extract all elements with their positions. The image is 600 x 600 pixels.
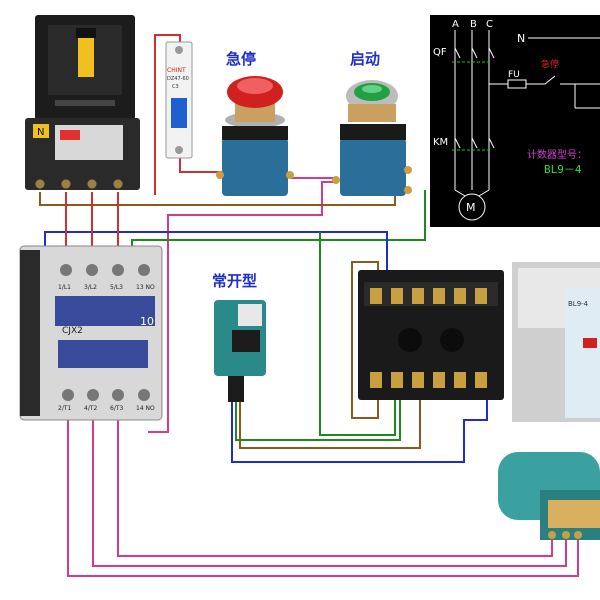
breaker-terminal-1 [60,178,72,190]
contactor: CJX2 10 1/L1 3/L2 5/L3 13 NO 2/T1 4/T2 6… [19,245,163,421]
emergency-stop-button: 急停 [216,50,294,196]
counter-model-value: BL9－4 [544,163,582,176]
fuse-fu-label: FU [508,70,520,80]
stop-button-schematic-label: 急停 [541,58,559,70]
counter-unit: BL9-4 [512,262,600,422]
wire-red-mcb-stop [179,155,222,173]
counter-bottom-terminal-1 [370,372,382,388]
terminal-label-t2: 4/T2 [84,405,98,412]
wire-magenta-start-contactor [148,181,335,433]
contactor-terminal-t2 [87,389,99,401]
counter-top-terminal-4 [433,288,445,304]
counter-base [358,270,504,400]
counter-unit-model: BL9-4 [568,300,589,308]
phase-a-label: A [452,19,459,30]
counter-bottom-terminal-6 [475,372,487,388]
wire-blue-sensor [231,392,488,463]
wire-magenta-t3 [117,420,553,557]
start-terminal-left [332,176,340,184]
contactor-terminal-l3 [112,264,124,276]
start-terminal-right-top [404,166,412,174]
mcb-bottom-terminal [175,146,183,154]
wire-green-sensor [235,392,401,441]
counter-bottom-terminal-2 [391,372,403,388]
wire-magenta-t1 [67,420,579,577]
breaker-terminal-n [34,178,46,190]
terminal-label-l2: 3/L2 [84,284,97,291]
contactor-terminal-l1 [60,264,72,276]
wire-brown-sensor [239,392,421,449]
contactor-terminal-13no [138,264,150,276]
contactor-terminal-l2 [86,264,98,276]
circuit-breaker: N [25,15,140,190]
wire-red-breaker-mcb [154,34,181,195]
phase-b-label: B [470,19,477,30]
proximity-sensor: 常开型 [212,272,266,402]
contactor-terminal-t3 [112,389,124,401]
breaker-qf-label: QF [433,47,447,58]
wire-brown-counter-loop [351,261,379,419]
counter-top-terminal-2 [391,288,403,304]
mcb-rating: C3 [172,84,179,90]
motor-terminal-1 [548,531,556,539]
mcb-toggle [171,98,187,128]
contactor-terminal-14no [138,389,150,401]
start-button: 启动 [332,50,412,196]
contactor-rating: 10 [140,315,154,328]
terminal-label-l3: 5/L3 [110,284,123,291]
contactor-km-label: KM [433,137,448,148]
contactor-terminal-t1 [62,389,74,401]
miniature-circuit-breaker: CHINT DZ47-60 C3 [165,41,193,159]
counter-top-terminal-6 [475,288,487,304]
motor [498,452,600,540]
mcb-model: DZ47-60 [167,76,189,82]
terminal-label-14no: 14 NO [136,405,155,412]
wire-green-start-counter [131,190,426,258]
counter-top-terminal-3 [412,288,424,304]
terminal-label-l1: 1/L1 [58,284,71,291]
mcb-brand: CHINT [167,67,186,74]
neutral-label: N [517,32,525,45]
motor-terminal-2 [562,531,570,539]
terminal-label-t1: 2/T1 [58,405,72,412]
counter-model-caption: 计数器型号： [527,148,587,161]
wire-blue-top [44,231,388,290]
schematic-panel: A B C N [430,15,600,227]
counter-bottom-terminal-5 [454,372,466,388]
contactor-model: CJX2 [62,326,83,336]
stop-terminal-right [286,171,294,179]
stop-terminal-left [216,171,224,179]
phase-c-label: C [486,19,493,30]
counter-bottom-terminal-3 [412,372,424,388]
terminal-label-t3: 6/T3 [110,405,124,412]
mcb-top-terminal [175,46,183,54]
emergency-stop-label: 急停 [226,50,256,68]
counter-bottom-terminal-4 [433,372,445,388]
breaker-terminal-3 [112,178,124,190]
wire-green-long [319,232,396,436]
start-label: 启动 [350,50,380,68]
normally-open-type-label: 常开型 [212,272,257,290]
motor-m-label: M [466,201,476,214]
breaker-terminal-2 [86,178,98,190]
terminal-label-13no: 13 NO [136,284,155,291]
start-terminal-right-bottom [404,186,412,194]
counter-top-terminal-5 [454,288,466,304]
counter-top-terminal-1 [370,288,382,304]
motor-terminal-3 [574,531,582,539]
wire-magenta-t2 [92,420,567,567]
breaker-n-label: N [37,127,44,138]
